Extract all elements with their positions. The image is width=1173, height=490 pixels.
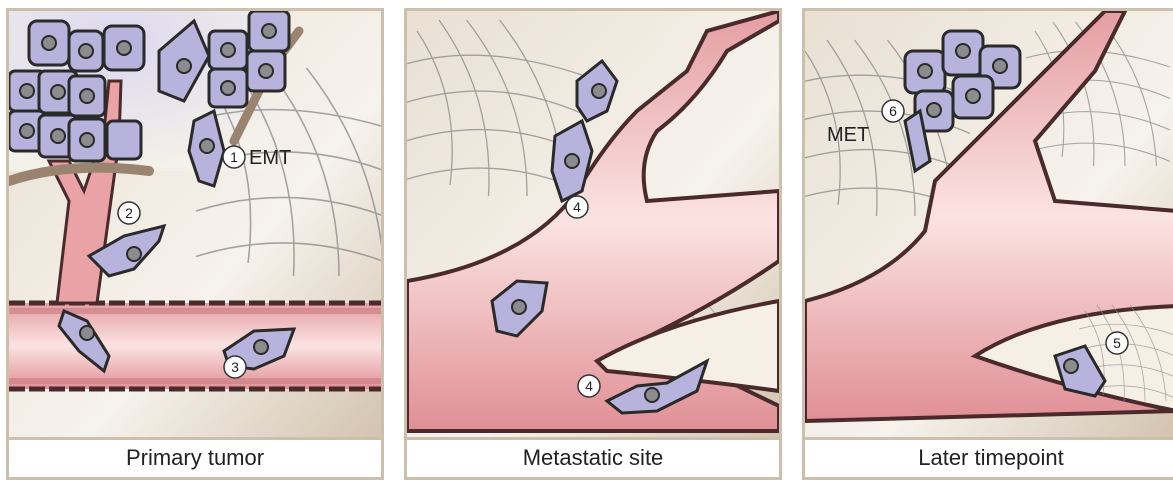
- later-timepoint-illustration: 6 5 MET: [805, 11, 1173, 443]
- met-label: MET: [827, 124, 869, 146]
- step-6-label: 6: [889, 103, 897, 119]
- step-2-label: 2: [125, 205, 133, 221]
- panel-later-timepoint: 6 5 MET Later timepoint: [802, 8, 1173, 480]
- panel-primary-tumor: 1 2 3 EMT Primary tumor: [6, 8, 384, 480]
- panel-caption: Metastatic site: [407, 437, 779, 477]
- emt-label: EMT: [249, 147, 291, 169]
- step-5-label: 5: [1113, 335, 1121, 351]
- panel-caption: Later timepoint: [805, 437, 1173, 477]
- panel-caption: Primary tumor: [9, 437, 381, 477]
- metastatic-site-illustration: 4 4: [407, 11, 779, 443]
- panel-metastatic-site: 4 4 Metastatic site: [404, 8, 782, 480]
- primary-tumor-illustration: 1 2 3 EMT: [9, 11, 381, 443]
- step-1-label: 1: [230, 149, 238, 165]
- step-3-label: 3: [231, 359, 239, 375]
- step-4-label: 4: [573, 199, 581, 215]
- step-4-label-lower: 4: [585, 378, 593, 394]
